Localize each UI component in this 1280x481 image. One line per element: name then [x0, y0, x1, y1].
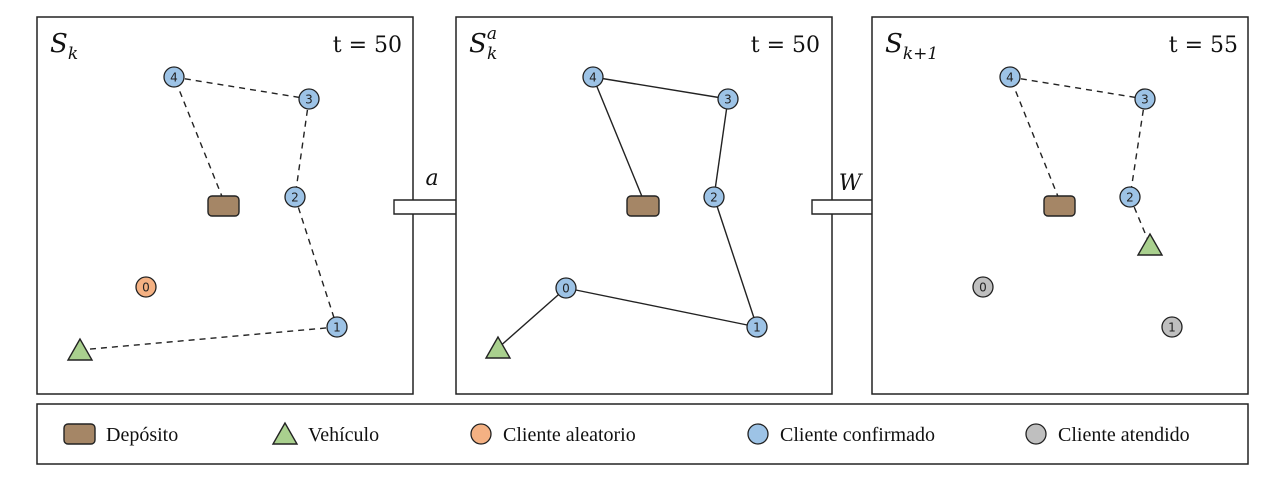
node-number: 2	[1126, 191, 1134, 205]
route-edge	[173, 76, 310, 100]
node-number: 2	[291, 191, 299, 205]
legend-label: Cliente confirmado	[780, 424, 935, 446]
node-number: 1	[1168, 321, 1176, 335]
legend-item-vehicle: Vehículo	[271, 421, 379, 446]
node-number: 1	[753, 321, 761, 335]
route-edge	[294, 196, 338, 328]
transition-arrow-action: a	[393, 166, 474, 222]
route-edge	[497, 287, 567, 349]
confirmed-customer-node: 4	[582, 66, 604, 88]
time-label: t = 55	[1169, 33, 1238, 58]
confirmed-customer-node: 2	[703, 186, 725, 208]
confirmed-customer-node: 1	[326, 316, 348, 338]
time-label: t = 50	[751, 33, 820, 58]
confirmed-customer-node: 0	[555, 277, 577, 299]
confirmed-customer-node: 3	[298, 88, 320, 110]
confirmed-customer-node: 4	[163, 66, 185, 88]
confirmed-customer-node: 2	[1119, 186, 1141, 208]
legend: Depósito Vehículo Cliente aleatorio Clie…	[36, 403, 1249, 465]
vehicle-icon	[1136, 232, 1164, 256]
legend-item-random-customer: Cliente aleatorio	[470, 423, 636, 446]
node-number: 3	[305, 93, 313, 107]
dashed-route	[79, 76, 338, 351]
dashed-route	[1009, 76, 1151, 246]
state-label: Sk	[50, 29, 78, 64]
node-number: 3	[1141, 93, 1149, 107]
route-edge	[592, 76, 644, 200]
legend-label: Cliente atendido	[1058, 424, 1190, 446]
served-customer-node: 1	[1161, 316, 1183, 338]
route-edge	[592, 76, 729, 100]
route-edge	[713, 98, 729, 198]
confirmed-customer-node: 3	[717, 88, 739, 110]
served-customer-node: 0	[972, 276, 994, 298]
legend-item-confirmed-customer: Cliente confirmado	[747, 423, 935, 446]
node-number: 3	[724, 93, 732, 107]
node-number: 0	[979, 281, 987, 295]
solid-route	[497, 76, 758, 349]
vehicle-icon	[271, 421, 299, 445]
legend-item-served-customer: Cliente atendido	[1025, 423, 1190, 446]
route-edge	[713, 196, 758, 328]
vehicle-icon	[484, 335, 512, 359]
route-edge	[294, 98, 310, 198]
depot-icon	[207, 195, 240, 217]
legend-label: Vehículo	[308, 424, 379, 446]
confirmed-customer-node: 4	[999, 66, 1021, 88]
random-customer-node: 0	[135, 276, 157, 298]
legend-item-depot: Depósito	[63, 423, 178, 446]
legend-label: Depósito	[106, 424, 178, 446]
node-number: 4	[589, 71, 597, 85]
route-edge	[1129, 196, 1151, 246]
legend-label: Cliente aleatorio	[503, 424, 636, 446]
served-customer-icon	[1025, 423, 1047, 445]
time-label: t = 50	[333, 33, 402, 58]
confirmed-customer-node: 3	[1134, 88, 1156, 110]
panel-state-k-plus-1: Sk+1 t = 55 4 3 2 1 0	[871, 16, 1249, 395]
depot-icon	[63, 423, 96, 445]
node-number: 0	[142, 281, 150, 295]
node-number: 0	[562, 282, 570, 296]
route-edge	[1129, 98, 1146, 198]
route-edge	[1009, 76, 1146, 100]
random-customer-icon	[470, 423, 492, 445]
node-number: 4	[1006, 71, 1014, 85]
node-number: 2	[710, 191, 718, 205]
state-label: Sk+1	[885, 29, 938, 64]
confirmed-customer-icon	[747, 423, 769, 445]
node-number: 4	[170, 71, 178, 85]
route-edge	[565, 287, 758, 328]
arrow-label: W	[839, 171, 864, 196]
node-number: 1	[333, 321, 341, 335]
arrow-label: a	[425, 166, 438, 191]
panel-state-k: Sk t = 50 4 3 2 1 0	[36, 16, 414, 395]
confirmed-customer-node: 2	[284, 186, 306, 208]
vehicle-icon	[66, 337, 94, 361]
confirmed-customer-node: 1	[746, 316, 768, 338]
depot-icon	[626, 195, 660, 217]
depot-icon	[1043, 195, 1076, 217]
